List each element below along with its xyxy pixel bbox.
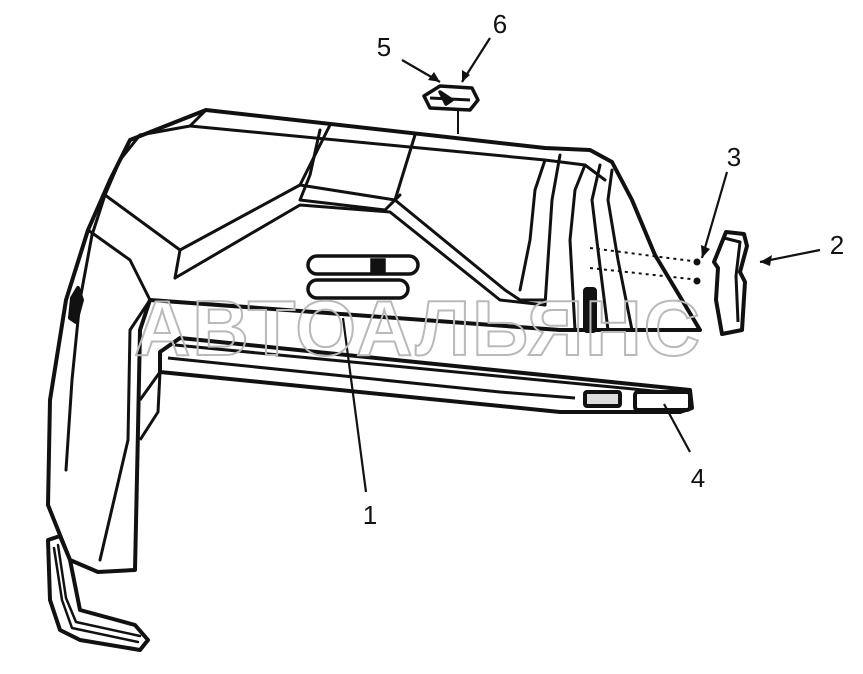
part-3-fastener-lines [589, 247, 701, 281]
callout-6: 6 [493, 9, 507, 39]
callout-2: 2 [830, 230, 844, 260]
vent-louvres [306, 254, 420, 300]
watermark-text: АВТОАЛЬЯНС [134, 284, 702, 372]
inner-bracket [583, 287, 597, 333]
part-3-fasteners [693, 258, 701, 285]
part-2-clip [712, 230, 749, 336]
callout-1: 1 [363, 500, 377, 530]
callout-3: 3 [727, 142, 741, 172]
part-1-fender-body [46, 108, 702, 652]
part-5-6-cap [422, 84, 480, 134]
callout-5: 5 [377, 32, 391, 62]
callout-4: 4 [691, 463, 705, 493]
leader-arrowheads [428, 70, 772, 266]
part-4-rail [138, 336, 694, 441]
